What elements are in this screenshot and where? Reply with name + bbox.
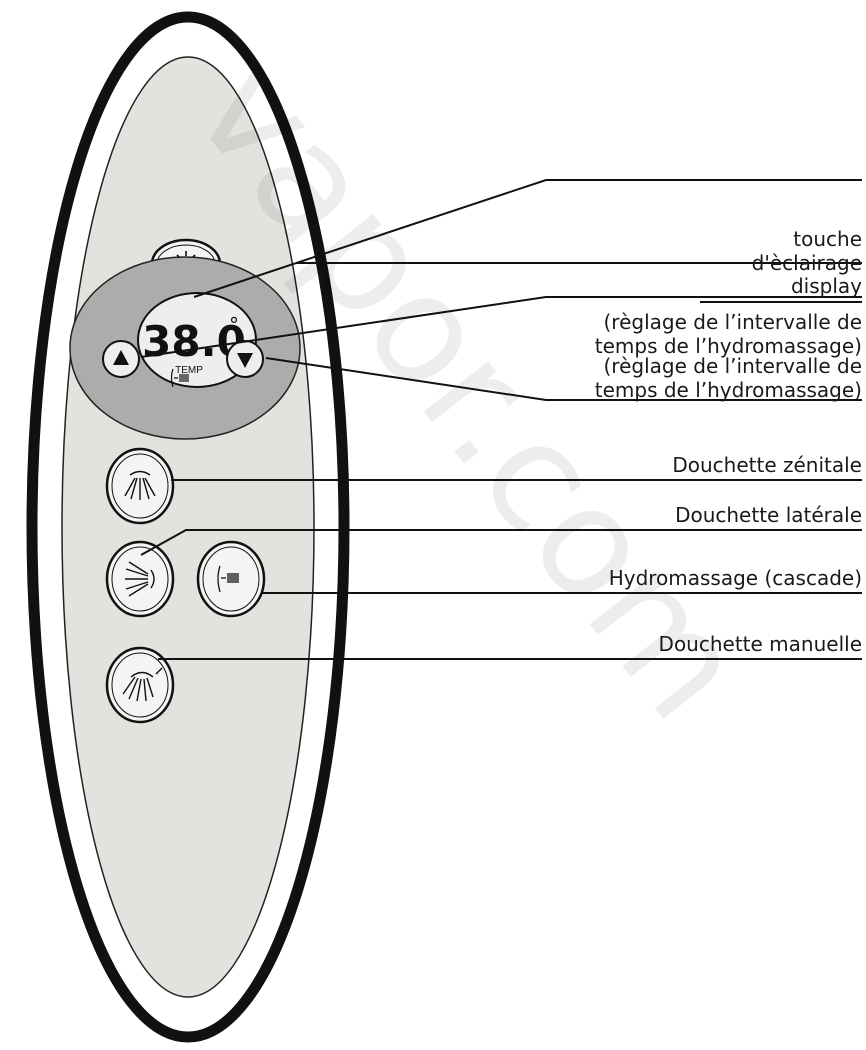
label-hydromassage: Hydromassage (cascade) [609, 566, 862, 590]
label-interval-down: (règlage de l’intervalle de temps de l’h… [595, 354, 862, 402]
hand-shower-icon [122, 667, 163, 702]
label-light-key-line1: touche [793, 227, 862, 251]
label-interval-down-line2: temps de l’hydromassage) [594, 378, 862, 402]
overhead-shower-button[interactable] [105, 447, 175, 525]
degree-symbol: ° [229, 313, 239, 337]
overhead-shower-icon [124, 470, 156, 500]
leader-interval-up [140, 296, 862, 358]
temp-caption: TEMP [175, 365, 203, 376]
label-hand-shower-text: Douchette manuelle [658, 632, 862, 656]
label-hydromassage-text: Hydromassage (cascade) [608, 566, 862, 590]
hand-shower-button[interactable] [105, 646, 175, 724]
label-interval-up-line2: temps de l’hydromassage) [594, 334, 862, 358]
temperature-display: 38.0 ° TEMP [137, 292, 257, 388]
label-overhead-shower-text: Douchette zénitale [672, 453, 862, 477]
label-hand-shower: Douchette manuelle [659, 632, 862, 656]
label-interval-up: (règlage de l’intervalle de temps de l’h… [595, 310, 862, 358]
label-side-shower: Douchette latérale [675, 503, 862, 527]
waterfall-icon [170, 368, 189, 388]
label-interval-down-line1: (règlage de l’intervalle de [603, 354, 863, 378]
leader-display [193, 179, 862, 298]
leader-side-shower [140, 529, 862, 556]
leader-lines [140, 179, 862, 660]
triangle-up-icon [113, 350, 129, 365]
label-display: display [791, 274, 862, 298]
interval-up-button[interactable] [102, 340, 140, 378]
triangle-down-icon [237, 353, 253, 368]
label-light-key-2: d'èclairage [752, 251, 862, 275]
side-shower-icon [125, 561, 155, 597]
label-interval-up-line1: (règlage de l’intervalle de [603, 310, 863, 334]
label-overhead-shower: Douchette zénitale [672, 453, 862, 477]
waterfall-icon [217, 565, 239, 593]
side-shower-button[interactable] [105, 540, 175, 618]
label-display-text: display [790, 274, 862, 298]
label-light-key-line2: d'èclairage [751, 251, 862, 275]
label-light-key: touche [793, 227, 862, 251]
interval-down-button[interactable] [226, 340, 264, 378]
hydromassage-button[interactable] [196, 540, 266, 618]
leader-interval-down [265, 357, 862, 401]
label-side-shower-text: Douchette latérale [675, 503, 862, 527]
